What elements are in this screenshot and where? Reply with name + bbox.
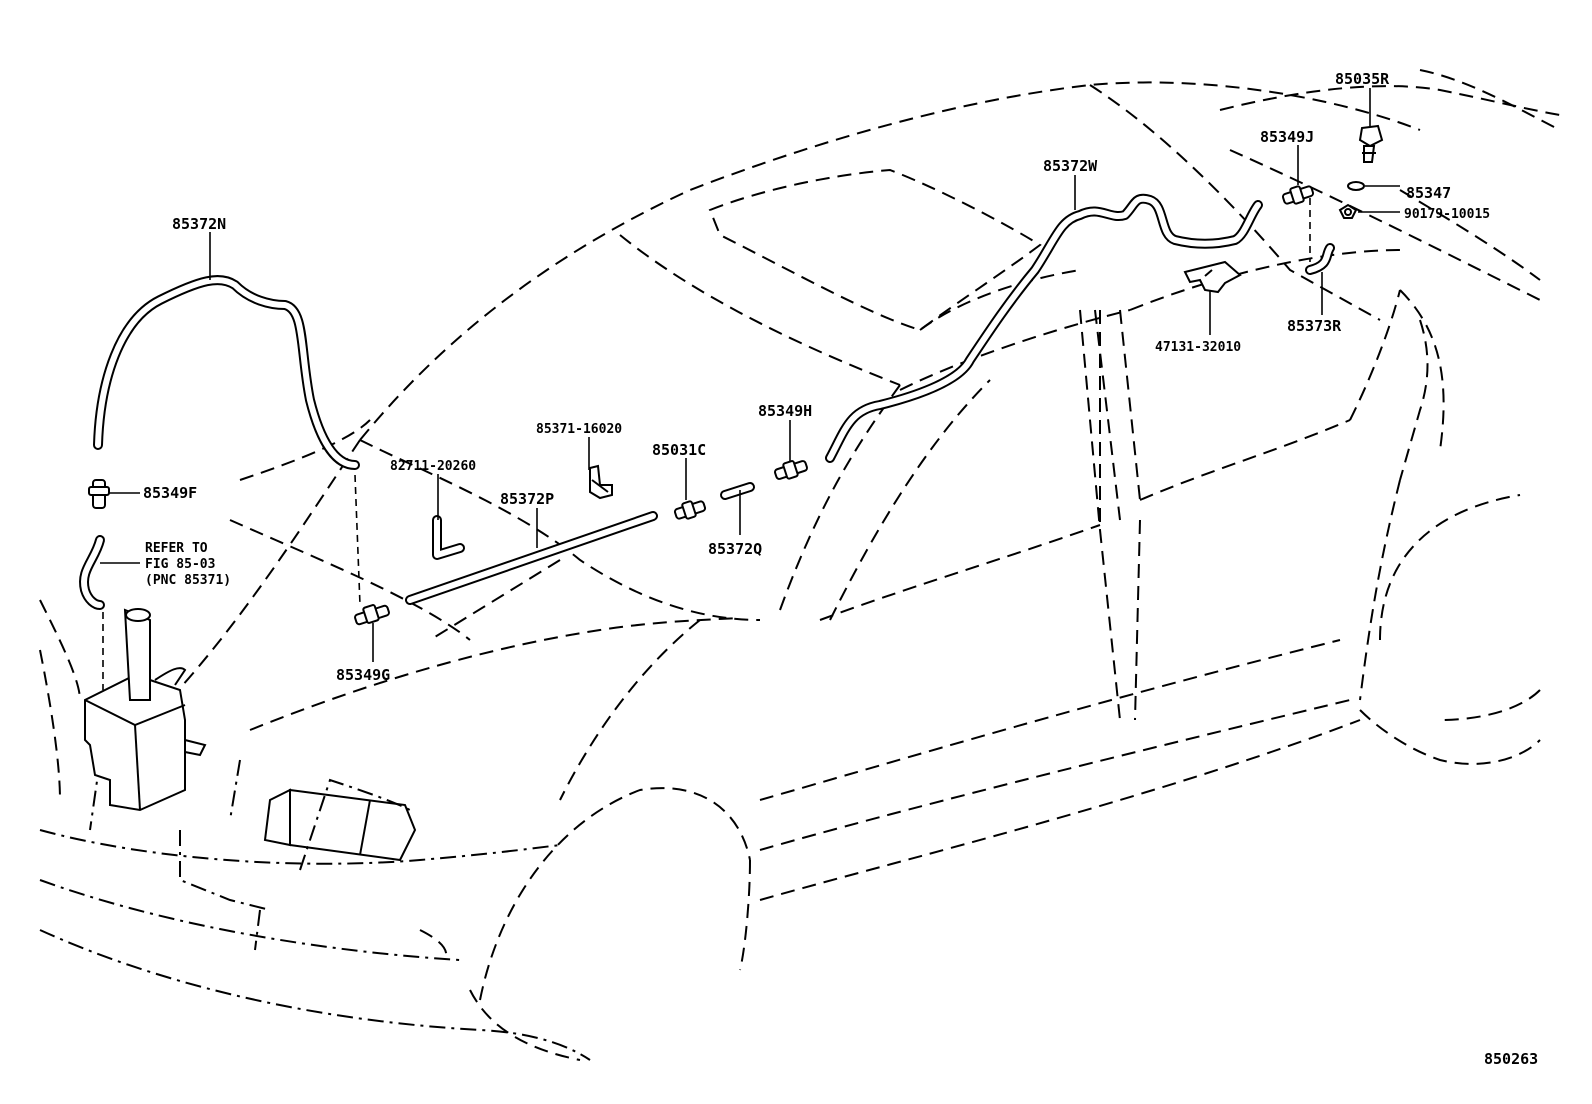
leader-lines xyxy=(100,88,1400,662)
label-85371-16020: 85371-16020 xyxy=(536,422,622,437)
label-85349J: 85349J xyxy=(1260,128,1314,146)
nozzle-85371 xyxy=(589,464,613,500)
label-85347: 85347 xyxy=(1406,184,1451,202)
figure-number: 850263 xyxy=(1484,1050,1538,1068)
connector-85031C xyxy=(673,500,707,520)
hose-85373R xyxy=(1305,243,1335,275)
hose-85372N xyxy=(93,275,360,470)
label-47131-32010: 47131-32010 xyxy=(1155,340,1241,355)
label-85373R: 85373R xyxy=(1287,317,1342,335)
bracket-47131 xyxy=(1183,260,1242,294)
assembly-guides xyxy=(102,198,1311,690)
label-85349F: 85349F xyxy=(143,484,197,502)
hose-82711-elbow xyxy=(432,515,465,560)
refer-note-line1: REFER TO xyxy=(145,541,208,556)
nozzle-85035R xyxy=(1358,124,1384,163)
label-85372W: 85372W xyxy=(1043,157,1098,175)
part-labels: 85372N 85349F REFER TO FIG 85-03 (PNC 85… xyxy=(143,70,1538,1068)
car-body-outline xyxy=(39,69,1561,1061)
refer-note-line2: FIG 85-03 xyxy=(145,557,215,572)
connector-85349F xyxy=(88,479,110,509)
connector-85349G xyxy=(354,604,390,626)
refer-note-line3: (PNC 85371) xyxy=(145,573,231,588)
label-85349H: 85349H xyxy=(758,402,812,420)
connector-85349J xyxy=(1281,185,1315,205)
hose-85372Q xyxy=(720,482,755,500)
hose-85372W xyxy=(825,193,1263,463)
hose-tank-outlet xyxy=(79,535,105,610)
label-90179-10015: 90179-10015 xyxy=(1404,207,1490,222)
label-85372Q: 85372Q xyxy=(708,540,762,558)
connector-85349H xyxy=(774,460,808,480)
seal-85347 xyxy=(1347,181,1365,191)
nut-90179 xyxy=(1338,203,1358,219)
hose-85372P xyxy=(405,511,658,605)
label-85031C: 85031C xyxy=(652,441,706,459)
washer-tank xyxy=(84,608,207,812)
label-82711-20260: 82711-20260 xyxy=(390,459,476,474)
label-85372N: 85372N xyxy=(172,215,226,233)
label-85372P: 85372P xyxy=(500,490,554,508)
label-85349G: 85349G xyxy=(336,666,390,684)
label-85035R: 85035R xyxy=(1335,70,1390,88)
